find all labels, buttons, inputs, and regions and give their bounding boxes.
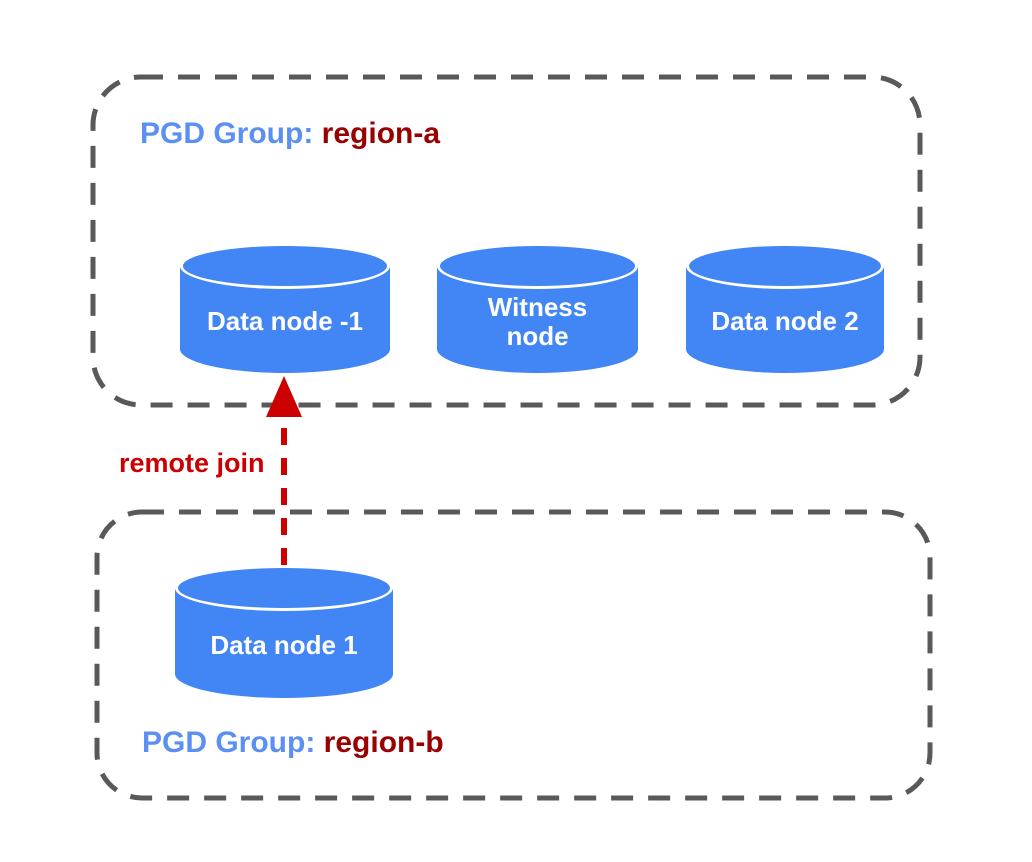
- region-b-group-boundary: [94, 509, 933, 801]
- region-a-name: region-a: [321, 117, 441, 150]
- node-label: Data node -1: [206, 306, 364, 337]
- node-data-node-1: Data node 1: [175, 565, 393, 698]
- group-label-region-b: PGD Group: region-b: [142, 728, 444, 758]
- node-label: Data node 1: [210, 629, 358, 660]
- node-label: Data node 2: [711, 306, 859, 337]
- region-a-group-boundary: [90, 74, 923, 408]
- database-cylinder-top: [686, 243, 884, 289]
- node-data-node-minus-1: Data node -1: [180, 243, 390, 373]
- remote-join-arrowhead: [266, 376, 302, 417]
- node-label: Witness node: [487, 291, 588, 351]
- node-witness: Witness node: [437, 243, 638, 373]
- database-cylinder-top: [437, 243, 638, 289]
- remote-join-arrow: [266, 376, 302, 565]
- group-label-region-a: PGD Group: region-a: [140, 119, 440, 149]
- remote-join-label: remote join: [119, 448, 265, 478]
- group-label-prefix: PGD Group:: [142, 726, 316, 759]
- database-cylinder-top: [175, 565, 393, 611]
- group-label-prefix: PGD Group:: [140, 117, 314, 150]
- region-b-name: region-b: [323, 726, 444, 759]
- node-data-node-2: Data node 2: [686, 243, 884, 373]
- database-cylinder-top: [180, 243, 390, 289]
